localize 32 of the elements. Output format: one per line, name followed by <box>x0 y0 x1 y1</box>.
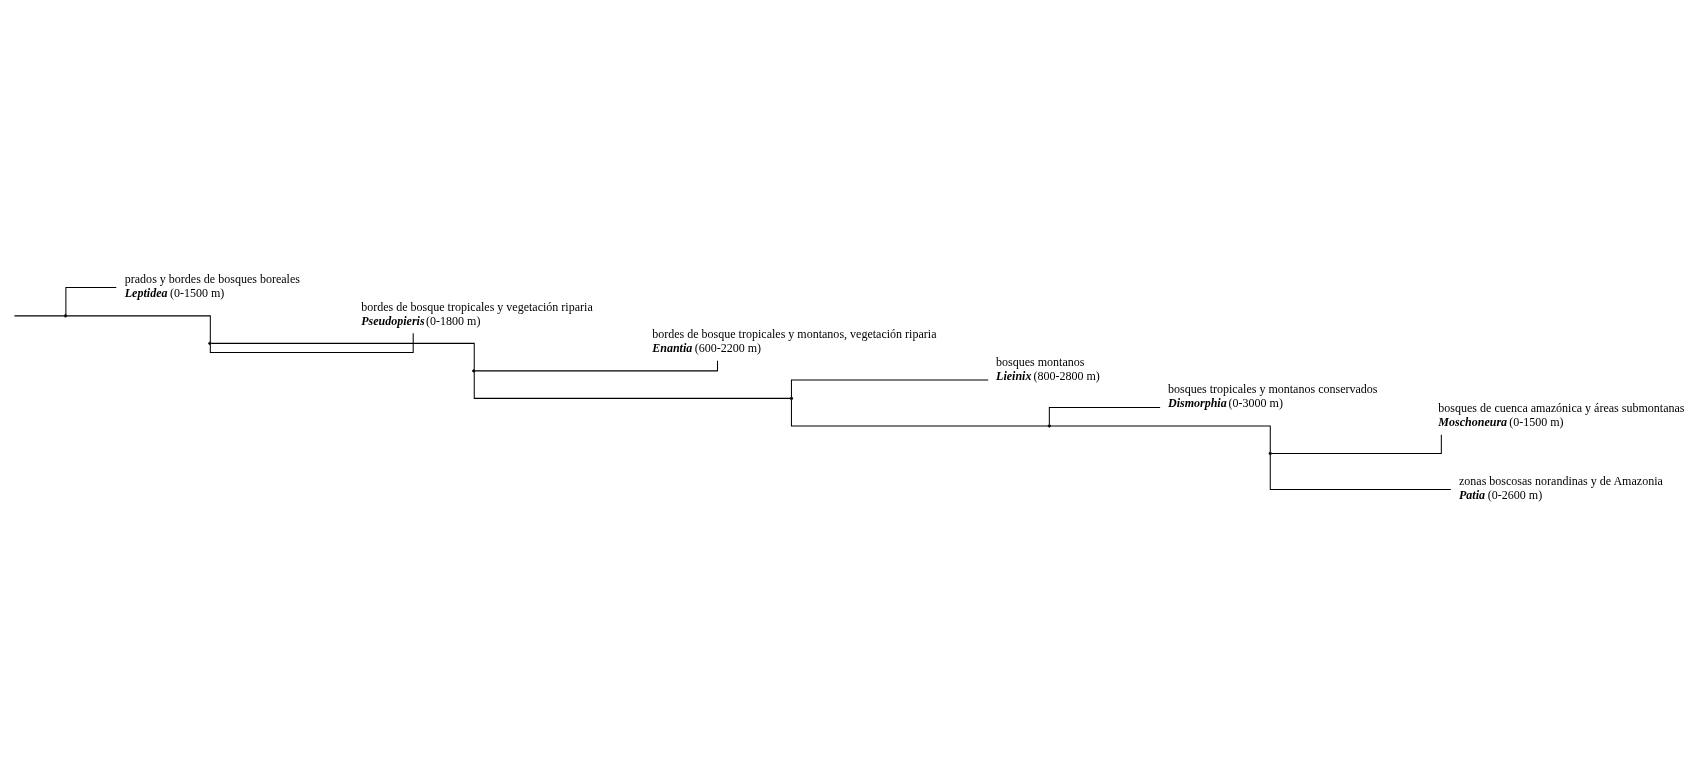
connector <box>1271 433 1442 454</box>
node-label: zonas boscosas norandinas y de Amazonia <box>1458 473 1663 488</box>
node-text: Moschoneura (0-1500 m) <box>1438 414 1564 429</box>
connector <box>65 286 117 315</box>
connector <box>210 342 475 370</box>
node-text: Enantia (600-2200 m) <box>652 340 762 355</box>
connector <box>209 332 414 353</box>
node-label: bordes de bosque tropicales y montanos, vegetación riparia <box>652 326 937 341</box>
node-text: Pseudopieris(0-1800 m) <box>361 313 481 328</box>
node-label: bosques montanos <box>996 354 1085 369</box>
node-point <box>789 396 794 400</box>
connector <box>1050 424 1271 452</box>
node-text: Leptidea (0-1500 m) <box>124 285 225 300</box>
node-point <box>63 313 68 318</box>
node-label: bosques tropicales y montanos conservados <box>1167 381 1378 396</box>
connector <box>1048 406 1161 425</box>
node-label: bosques de cuenca amazónica y áreas submontanas <box>1438 400 1685 415</box>
node-text: Patia (0-2600 m) <box>1458 487 1543 502</box>
node-text: Lieinix(800-2800 m) <box>996 368 1100 383</box>
node-point <box>1047 423 1051 428</box>
connector <box>66 314 211 343</box>
connector <box>790 398 1049 426</box>
node-label: bordes de bosque tropicales y vegetación riparia <box>361 299 593 314</box>
node-point <box>208 341 212 345</box>
connector <box>13 314 65 316</box>
node-label: prados y bordes de bosques boreales <box>124 271 300 286</box>
connector <box>473 371 791 399</box>
connector <box>1269 453 1452 490</box>
node-text: Dismorphia(0-3000 m) <box>1167 395 1283 410</box>
node-point <box>472 368 476 373</box>
connector <box>790 379 989 397</box>
node-point <box>1268 451 1272 455</box>
